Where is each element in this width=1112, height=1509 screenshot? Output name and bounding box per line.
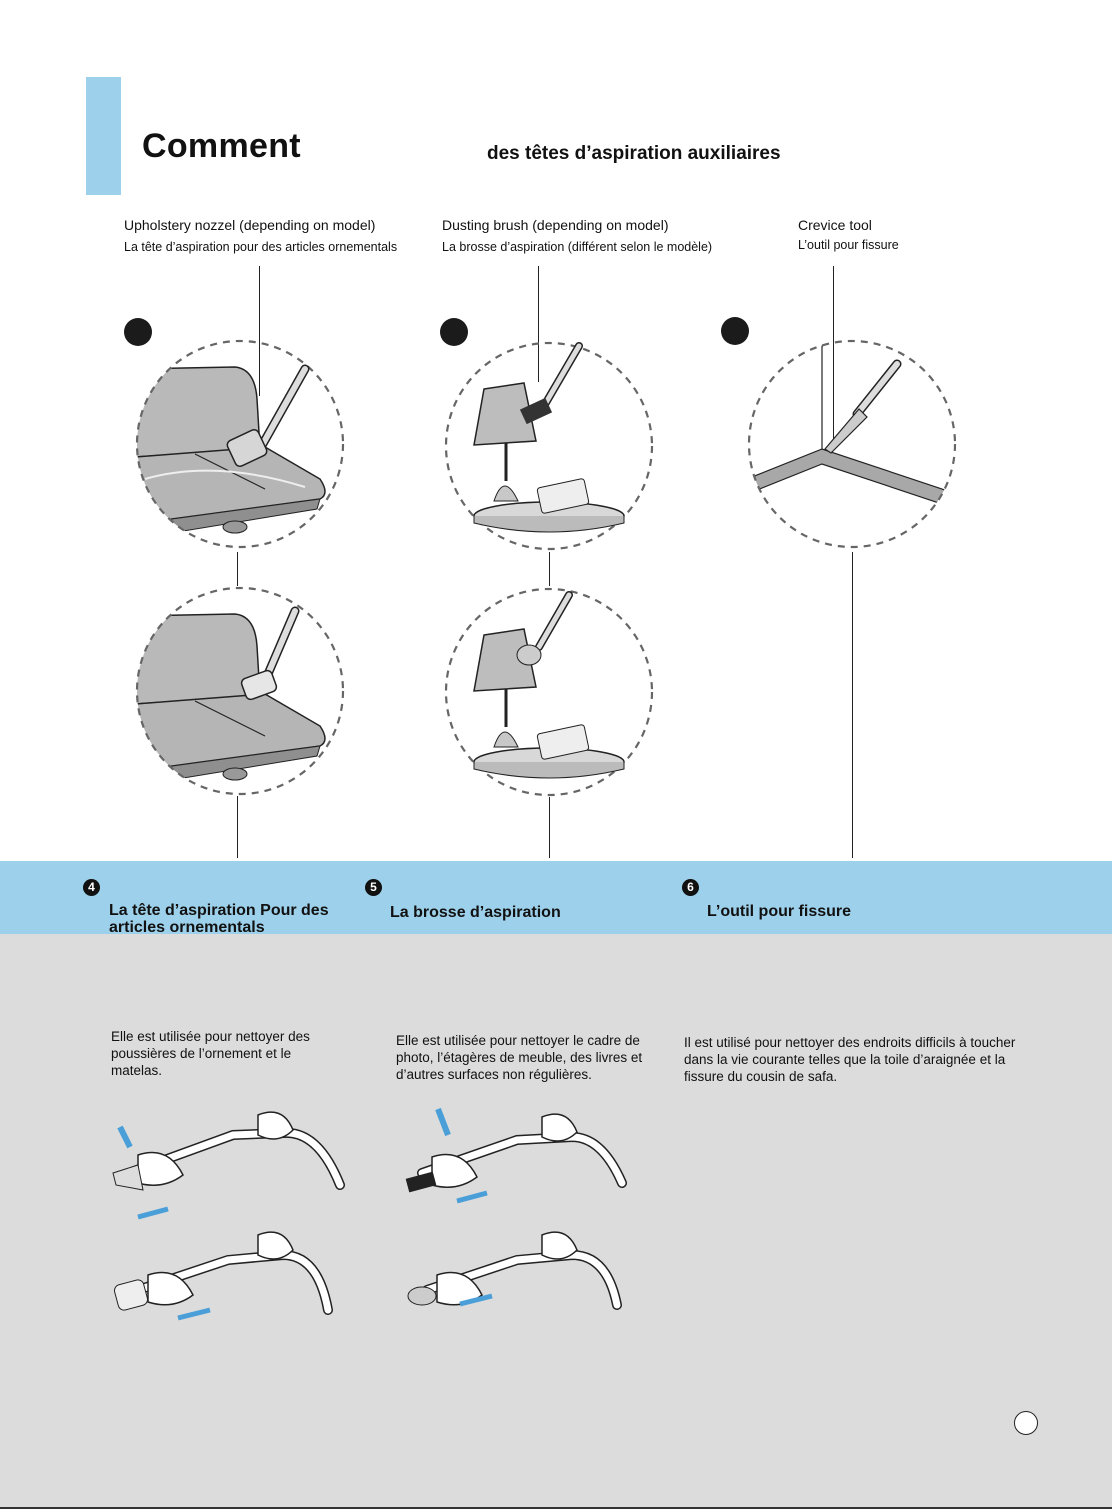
leader-line	[259, 266, 260, 396]
section-description: Il est utilisé pour nettoyer des endroit…	[684, 1035, 1016, 1084]
section-number-badge: 4	[83, 879, 100, 896]
hand-hose-illustration	[405, 1107, 627, 1204]
section-number-badge: 5	[365, 879, 382, 896]
marker-dot	[124, 318, 152, 346]
section-header-band	[0, 861, 1112, 934]
tool-label-en-brush: Dusting brush (depending on model)	[442, 217, 669, 233]
tool-label-fr-brush: La brosse d’aspiration (différent selon …	[442, 240, 713, 254]
tool-label-en-crevice: Crevice tool	[798, 217, 872, 233]
leader-line	[852, 552, 853, 858]
hand-hose-illustration	[112, 1111, 345, 1220]
leader-line	[538, 266, 539, 382]
section-title: La brosse d’aspiration	[390, 904, 561, 921]
section-description: Elle est utilisée pour nettoyer des pous…	[111, 1029, 310, 1078]
leader-line	[833, 266, 834, 450]
hand-hose-illustration	[407, 1231, 622, 1310]
marker-dot	[440, 318, 468, 346]
section-number-badge: 6	[682, 879, 699, 896]
section-title: L’outil pour fissure	[707, 903, 852, 920]
hand-hose-illustration	[113, 1231, 333, 1321]
section-title: La tête d’aspiration Pour des articles o…	[109, 902, 329, 936]
upholstery-nozzle-illustration	[135, 586, 345, 796]
leader-line	[549, 552, 550, 586]
page-subtitle: des têtes d’aspiration auxiliaires	[487, 143, 781, 164]
upholstery-nozzle-illustration	[135, 339, 345, 549]
dusting-brush-illustration	[444, 587, 654, 797]
page-number-circle	[1014, 1411, 1038, 1435]
section-description: Elle est utilisée pour nettoyer le cadre…	[396, 1033, 643, 1082]
header-accent-bar	[86, 77, 121, 195]
leader-line	[237, 796, 238, 858]
marker-dot	[721, 317, 749, 345]
tool-label-fr-upholstery: La tête d’aspiration pour des articles o…	[124, 240, 398, 254]
bottom-rule	[0, 1507, 1112, 1509]
tool-label-en-upholstery: Upholstery nozzel (depending on model)	[124, 217, 376, 233]
description-panel	[0, 934, 1112, 1507]
crevice-tool-illustration	[747, 339, 957, 549]
dusting-brush-illustration	[444, 341, 654, 551]
page-title: Comment	[142, 127, 301, 165]
tool-label-fr-crevice: L’outil pour fissure	[798, 238, 899, 252]
leader-line	[237, 552, 238, 586]
leader-line	[549, 797, 550, 858]
